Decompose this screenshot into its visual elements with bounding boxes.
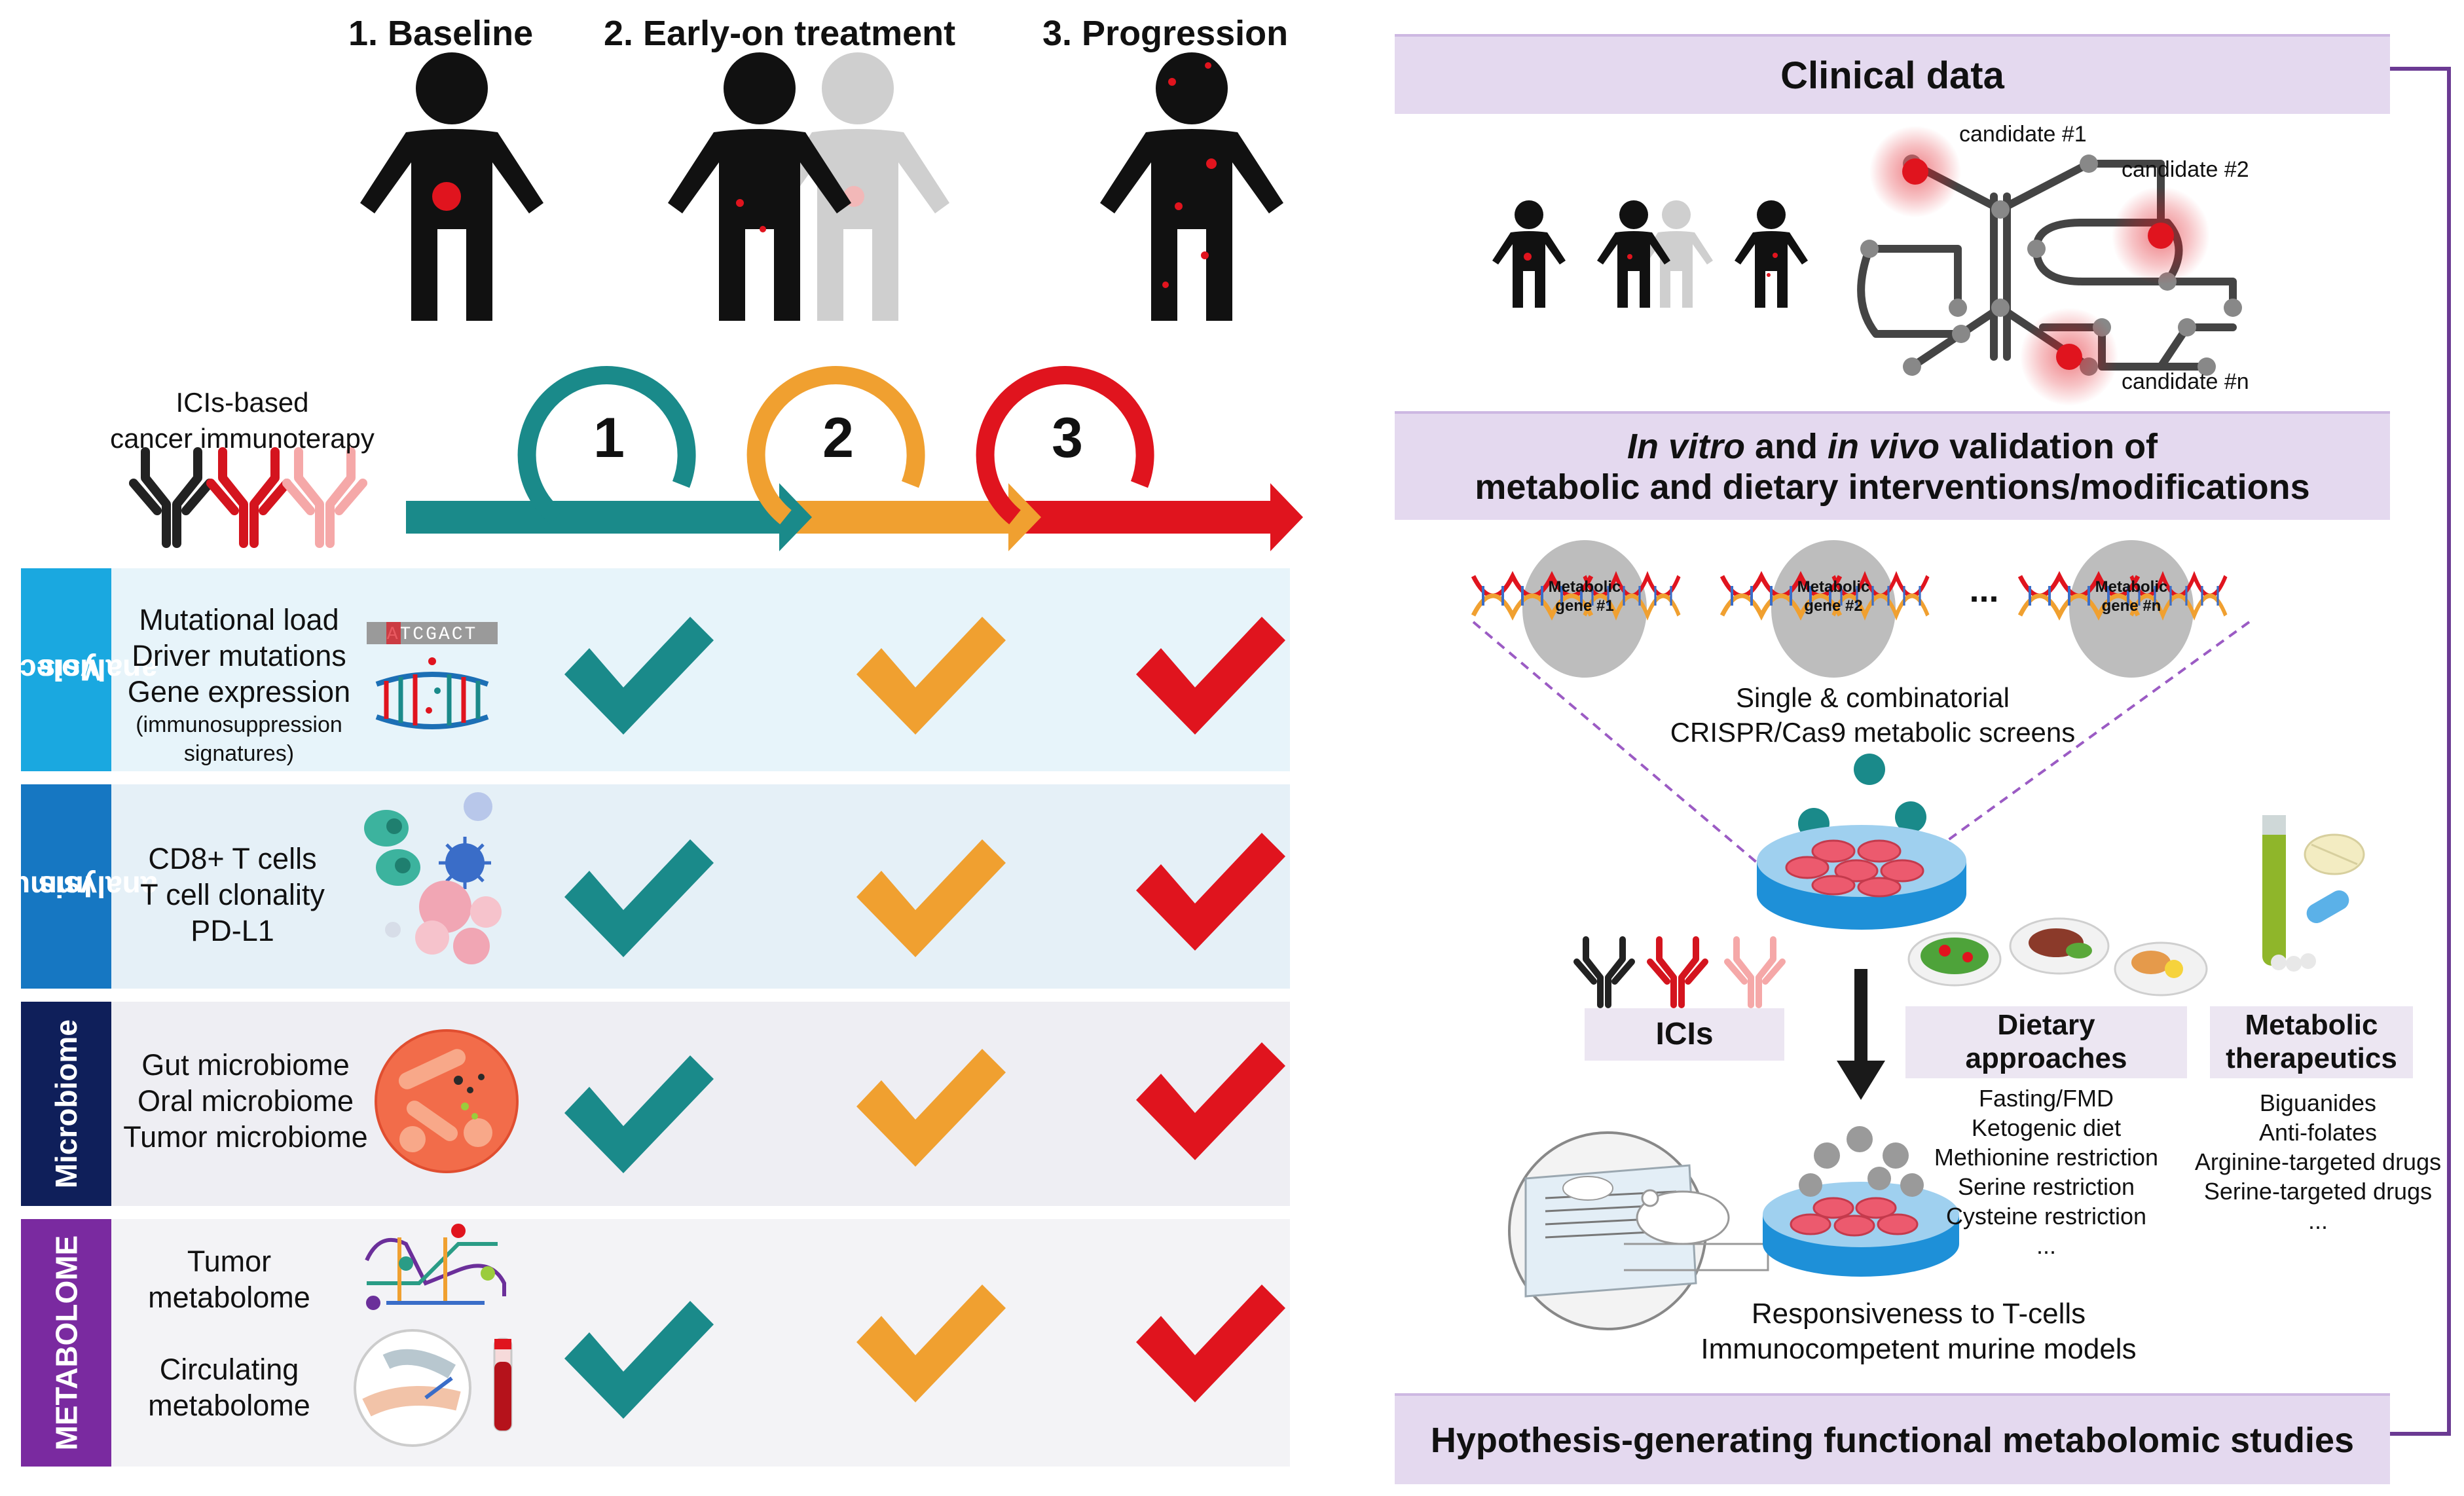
- immune-cells-icon: [364, 792, 502, 964]
- tab-molecular-analysis: Molecularanalysis: [0, 568, 157, 771]
- therapy-label: ICIs-based cancer immunoterapy: [85, 385, 399, 456]
- metabolic-network-icon: [365, 1224, 506, 1310]
- validation-in-vivo: in vivo: [1827, 427, 1940, 466]
- icis-antibody-black-icon: [1577, 940, 1632, 1005]
- validation-in-vitro: In vitro: [1627, 427, 1745, 466]
- gene-1-icon: [1473, 540, 1679, 678]
- dna-helix-icon: [375, 657, 489, 729]
- candidate-n-label: candidate #n: [2122, 369, 2249, 394]
- feedback-arrow: [2370, 67, 2451, 1436]
- clinical-person-2-icon: [1597, 200, 1670, 308]
- metabolic-drugs-icon: [2262, 815, 2365, 972]
- petri-dish-tcells-icon: [1763, 1126, 1959, 1277]
- validation-header: In vitro and in vivo validation of metab…: [1395, 411, 2390, 520]
- person-progression-icon: [1100, 52, 1283, 321]
- stage-title-baseline: 1. Baseline: [348, 14, 534, 53]
- gene-ellipsis: ...: [1969, 570, 1999, 610]
- petri-dish-icon: [1757, 825, 1966, 930]
- timeline-arrows: [406, 366, 1303, 551]
- molecular-items: Mutational load Driver mutations Gene ex…: [127, 603, 351, 766]
- clinical-person-3-icon: [1735, 200, 1808, 308]
- therapy-line1: ICIs-based: [175, 387, 309, 418]
- immune-items: CD8+ T cells T cell clonality PD-L1: [140, 842, 325, 947]
- validation-line2: metabolic and dietary interventions/modi…: [1475, 467, 2310, 507]
- down-arrow-icon: [1837, 969, 1885, 1100]
- metabolome-items-circulating: Circulating metabolome: [148, 1353, 310, 1422]
- clinical-person-1-icon: [1492, 200, 1566, 308]
- mouse-dish-icon: [1624, 1189, 1769, 1271]
- hypothesis-header: Hypothesis-generating functional metabol…: [1395, 1393, 2390, 1484]
- stage-title-early: 2. Early-on treatment: [604, 14, 956, 53]
- validation-suffix: validation of: [1940, 427, 2158, 466]
- clinical-person-2-ghost-icon: [1640, 200, 1713, 308]
- dna-sequence-icon: ATCGACT: [367, 622, 498, 645]
- diet-plates-icon: [1907, 917, 2208, 996]
- timeline-step-3: 3: [1052, 407, 1083, 469]
- tab-metabolome: METABOLOME: [21, 1219, 111, 1467]
- therapy-line2: cancer immunoterapy: [110, 422, 375, 454]
- timeline-step-1: 1: [593, 407, 625, 469]
- tab-immune-analysis: Immuneanalysis: [0, 784, 157, 989]
- gene-n-icon: [2020, 540, 2226, 678]
- candidate-1-label: candidate #1: [1959, 122, 2087, 147]
- person-baseline-icon: [360, 52, 543, 321]
- blood-draw-icon: [354, 1329, 513, 1447]
- clinical-data-header: Clinical data: [1395, 34, 2390, 114]
- screen-funnel-lines: [1472, 621, 2251, 898]
- left-graphics: ATCGACT: [111, 52, 1303, 1467]
- icis-antibody-red-icon: [1650, 940, 1705, 1005]
- metabolic-items-list: Biguanides Anti-folates Arginine-targete…: [2194, 1089, 2442, 1234]
- icis-antibody-pink-icon: [1727, 940, 1782, 1005]
- metabolome-items-tumor: Tumor metabolome: [148, 1245, 310, 1314]
- svg-text:ATCGACT: ATCGACT: [387, 625, 478, 645]
- gene-2-icon: [1722, 540, 1928, 678]
- icis-label: ICIs: [1585, 1008, 1784, 1061]
- microbiome-items: Gut microbiome Oral microbiome Tumor mic…: [123, 1048, 368, 1154]
- timeline-step-2: 2: [822, 407, 854, 469]
- candidate-2-label: candidate #2: [2122, 157, 2249, 182]
- dietary-items-list: Fasting/FMD Ketogenic diet Methionine re…: [1934, 1085, 2159, 1259]
- stage-title-progression: 3. Progression: [1042, 14, 1289, 53]
- validation-and: and: [1744, 427, 1828, 466]
- tab-microbiome: Microbiome: [21, 1002, 111, 1206]
- person-early-icon: [668, 52, 851, 321]
- microbiome-icon: [375, 1029, 519, 1173]
